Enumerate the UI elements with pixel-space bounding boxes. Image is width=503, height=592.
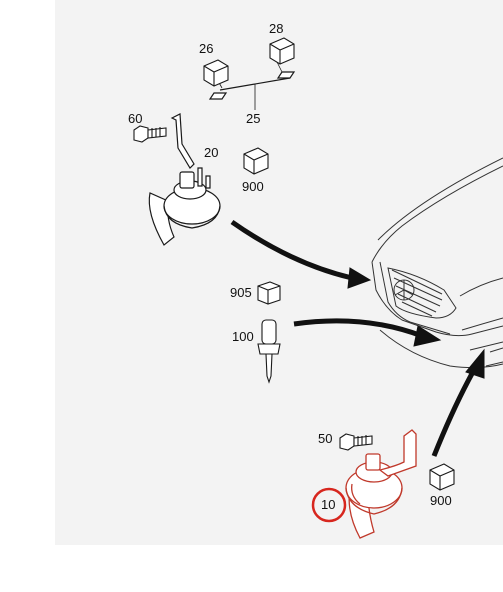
part-number-100: 100 (232, 329, 254, 344)
fuse-icon (257, 319, 281, 384)
horn-icon (148, 167, 221, 246)
part-number-50: 50 (318, 431, 333, 446)
part-number-905: 905 (230, 285, 252, 300)
part-number-25: 25 (246, 111, 261, 126)
bolt-icon (339, 433, 373, 451)
part-number-26: 26 (199, 41, 214, 56)
arrow-icon (230, 219, 372, 289)
connector-icon (429, 463, 455, 491)
part-number-28: 28 (269, 21, 284, 36)
part-number-900-bottom: 900 (430, 493, 452, 508)
car-front-icon (371, 157, 503, 369)
connector-icon (243, 147, 269, 175)
bolt-icon (133, 125, 167, 143)
connector-icon (269, 37, 295, 65)
connector-icon (203, 59, 229, 87)
arrow-icon (293, 318, 442, 347)
part-number-20: 20 (204, 145, 219, 160)
part-number-10: 10 (321, 497, 336, 512)
connector-icon (257, 281, 281, 305)
part-number-60: 60 (128, 111, 143, 126)
highlight-circle (311, 487, 347, 523)
part-number-900-top: 900 (242, 179, 264, 194)
arrow-icon (431, 348, 485, 457)
bracket-icon (170, 113, 195, 169)
horn-icon (345, 429, 417, 539)
diagram-panel (55, 0, 503, 545)
